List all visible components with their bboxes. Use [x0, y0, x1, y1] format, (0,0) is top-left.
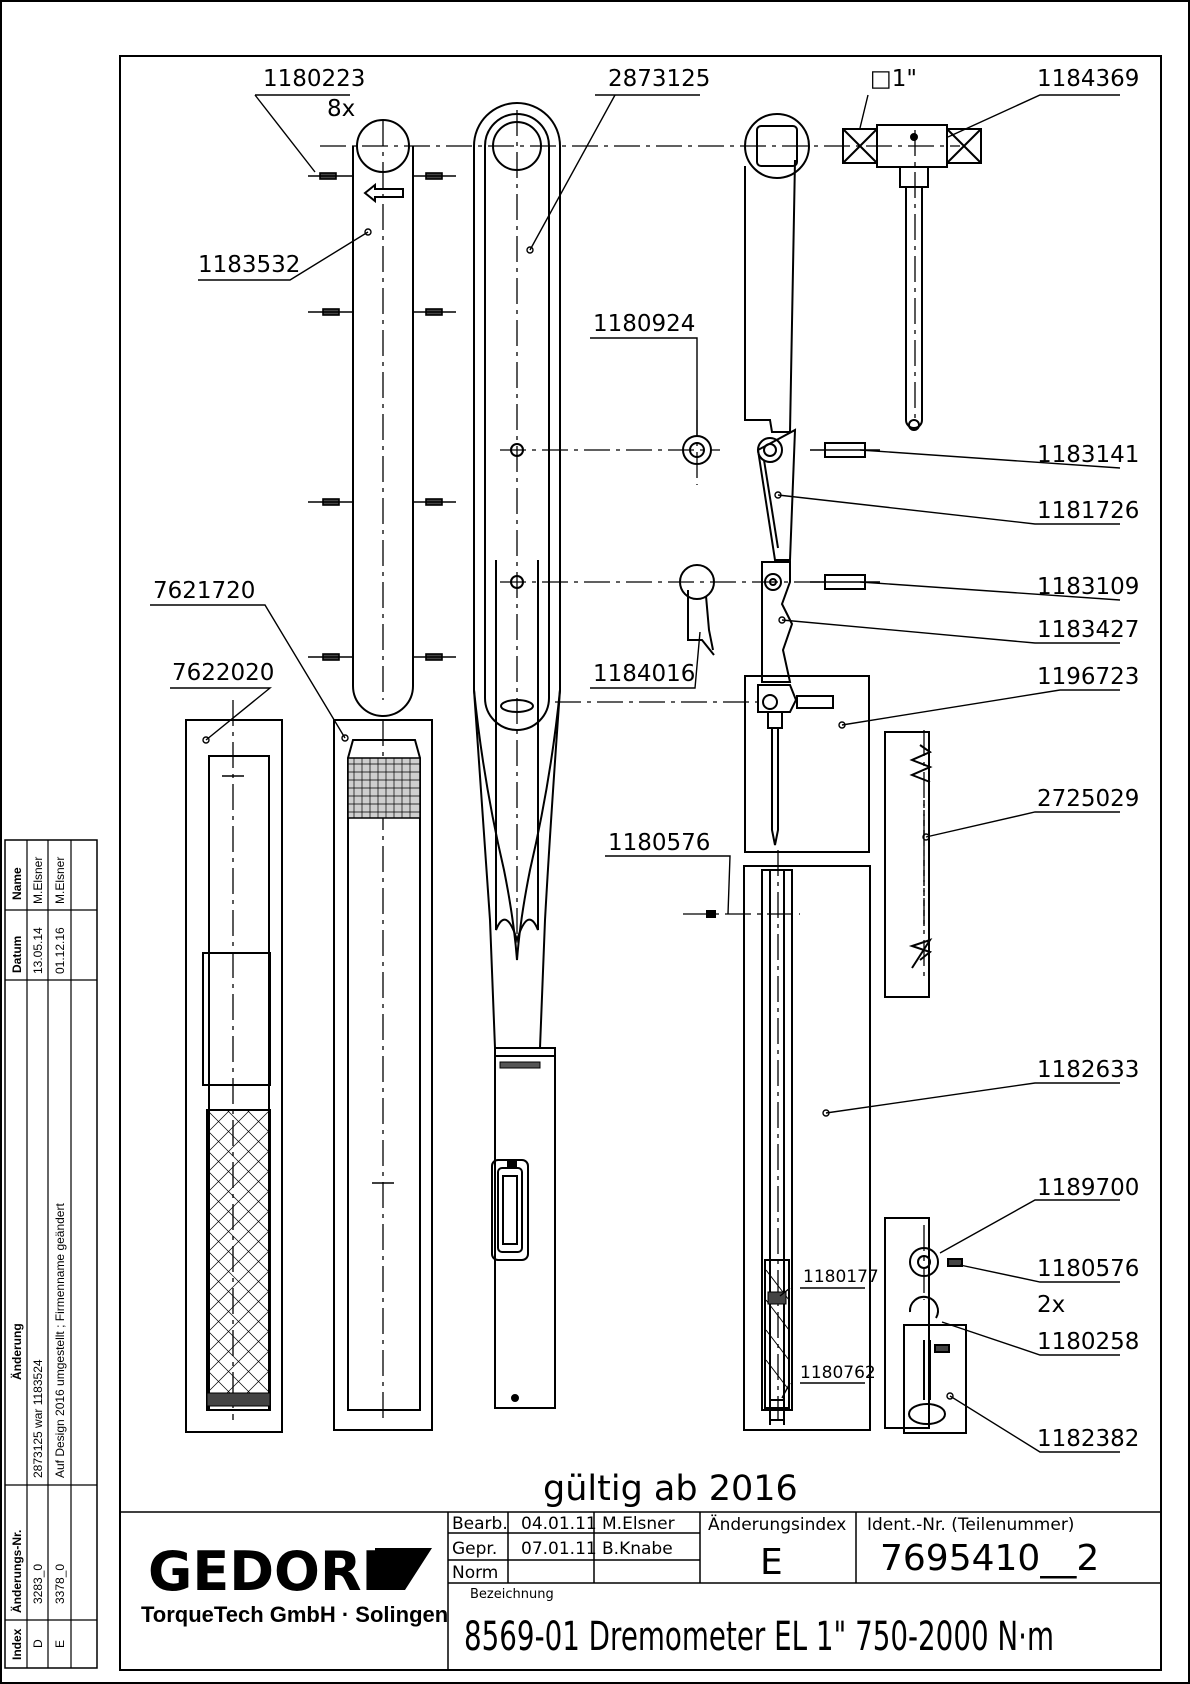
bearb-name: M.Elsner [602, 1514, 675, 1534]
label-1180223: 1180223 [263, 66, 365, 92]
label-1183109: 1183109 [1037, 574, 1139, 600]
label-1180762: 1180762 [800, 1363, 876, 1383]
label-1180576-b: 1180576 [1037, 1256, 1139, 1282]
rev-d-change: 2873125 war 1183524 [31, 1359, 45, 1478]
rings-1189700-1180258 [884, 1217, 963, 1429]
rev-header-index: Index [10, 1628, 24, 1660]
main-tube-2873125 [473, 102, 561, 1409]
rev-d-date: 13.05.14 [31, 927, 45, 974]
label-1180223-qty: 8x [327, 96, 355, 122]
label-1196723: 1196723 [1037, 664, 1139, 690]
ratchet-1184369 [842, 124, 982, 431]
rev-d-name: M.Elsner [31, 857, 45, 904]
label-square-drive: □1" [870, 66, 917, 92]
bezeichnung-label: Bezeichnung [470, 1587, 554, 1602]
rev-d-index: D [31, 1639, 45, 1648]
part-labels: 1180223 8x 2873125 □1" 1184369 1183532 1… [153, 66, 1139, 1509]
screwdriver-1182382 [903, 1324, 967, 1434]
gepr-label: Gepr. [452, 1539, 497, 1559]
gepr-date: 07.01.11 [521, 1539, 597, 1559]
label-1181726: 1181726 [1037, 498, 1139, 524]
label-1182633: 1182633 [1037, 1057, 1139, 1083]
label-1183141: 1183141 [1037, 442, 1139, 468]
label-1180924: 1180924 [593, 311, 695, 337]
bearb-date: 04.01.11 [521, 1514, 597, 1534]
bearb-label: Bearb. [452, 1514, 508, 1534]
label-1180258: 1180258 [1037, 1329, 1139, 1355]
logo-text: GEDORE [148, 1540, 398, 1603]
label-1184016: 1184016 [593, 661, 695, 687]
spring-2725029 [884, 731, 933, 998]
title-block: GEDORE TorqueTech GmbH · Solingen Bearb.… [120, 1511, 1161, 1670]
rev-d-change-no: 3283_0 [31, 1564, 45, 1604]
rev-e-name: M.Elsner [53, 857, 67, 904]
ident-value: 7695410__2 [880, 1538, 1099, 1579]
inner-tube-1182633 [706, 865, 871, 1431]
rev-header-name: Name [10, 867, 24, 900]
clips-1180223 [308, 172, 456, 661]
company-name: TorqueTech GmbH · Solingen [141, 1602, 448, 1627]
drawing-geometry [150, 94, 1121, 1453]
norm-label: Norm [452, 1563, 498, 1583]
rev-header-date: Datum [10, 936, 24, 973]
label-2873125: 2873125 [608, 66, 710, 92]
label-1189700: 1189700 [1037, 1175, 1139, 1201]
rev-e-change: Auf Design 2016 umgestellt ; Firmenname … [53, 1203, 67, 1478]
handle-7621720 [333, 719, 433, 1431]
revision-table: Index Änderungs-Nr. Änderung Datum Name … [4, 839, 98, 1669]
rev-header-change: Änderung [9, 1323, 24, 1380]
rev-header-change-no: Änderungs-Nr. [9, 1530, 24, 1613]
validity-note: gültig ab 2016 [543, 1469, 798, 1509]
gepr-name: B.Knabe [602, 1539, 673, 1559]
leader-lines [150, 94, 1121, 1453]
gedore-logo: GEDORE TorqueTech GmbH · Solingen [141, 1540, 448, 1627]
pin-1184016 [679, 564, 715, 656]
rev-e-date: 01.12.16 [53, 927, 67, 974]
aenderungsindex-label: Änderungsindex [708, 1514, 846, 1535]
rev-e-index: E [53, 1640, 67, 1648]
aenderungsindex-value: E [760, 1542, 783, 1583]
label-1182382: 1182382 [1037, 1426, 1139, 1452]
rev-e-change-no: 3378_0 [53, 1564, 67, 1604]
label-7622020: 7622020 [172, 660, 274, 686]
center-lines [232, 110, 960, 1420]
scale-bar-1183532 [308, 119, 456, 717]
label-7621720: 7621720 [153, 578, 255, 604]
label-2725029: 2725029 [1037, 786, 1139, 812]
label-1183427: 1183427 [1037, 617, 1139, 643]
ident-label: Ident.-Nr. (Teilenummer) [867, 1515, 1074, 1535]
label-1184369: 1184369 [1037, 66, 1139, 92]
label-1180177: 1180177 [803, 1267, 879, 1287]
release-unit-1196723 [744, 675, 870, 853]
bezeichnung-value: 8569-01 Dremometer EL 1" 750-2000 N·m [464, 1614, 1054, 1660]
label-1180576-b-qty: 2x [1037, 1292, 1065, 1318]
grip-7622020 [185, 719, 283, 1433]
drive-head-assembly [744, 113, 880, 683]
label-1180576-a: 1180576 [608, 830, 710, 856]
label-1183532: 1183532 [198, 252, 300, 278]
